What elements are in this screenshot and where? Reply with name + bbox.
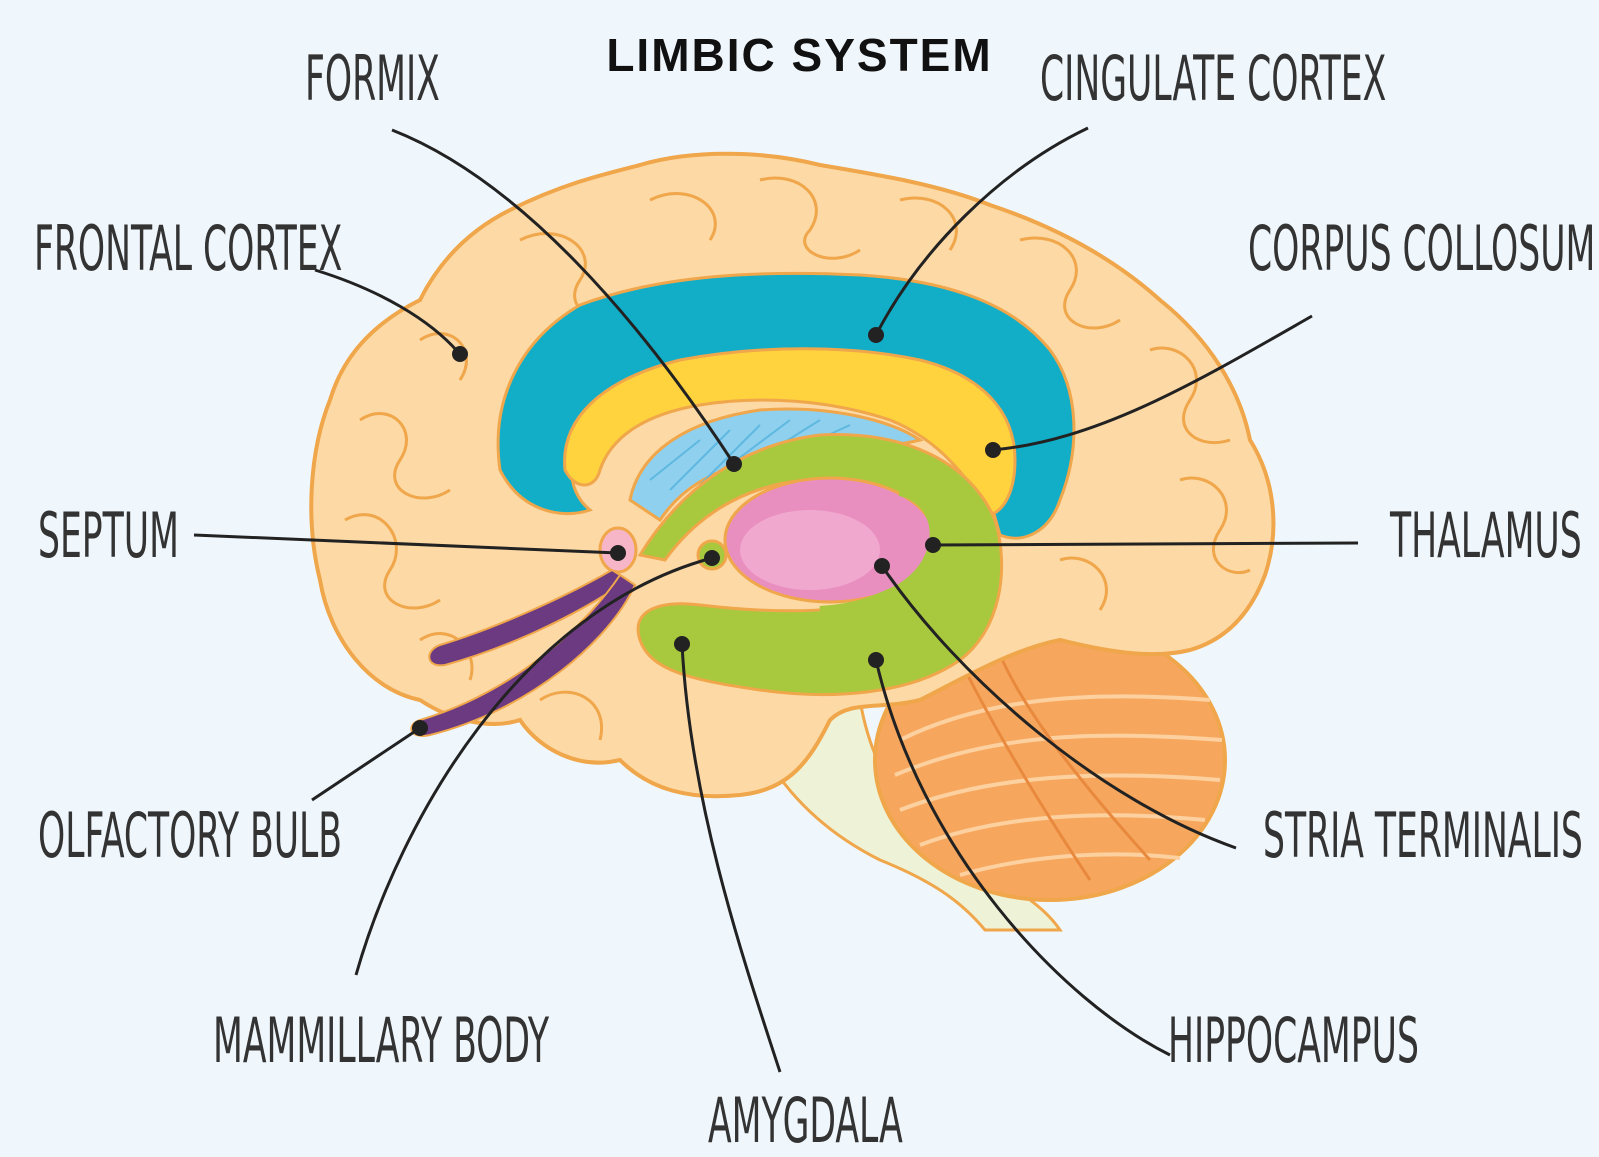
label-olfactory-bulb: OLFACTORY BULB [38,799,342,872]
dot-corpus [985,442,1001,458]
leader-mammillary [354,556,713,976]
leader-septum [193,533,619,555]
dot-formix [726,456,742,472]
label-mammillary-body: MAMMILLARY BODY [213,1004,550,1077]
label-stria-terminalis: STRIA TERMINALIS [1263,799,1583,872]
label-frontal-cortex: FRONTAL CORTEX [34,212,343,285]
diagram-title: LIMBIC SYSTEM [606,29,993,81]
dot-thalamus [925,537,941,553]
dot-hippocampus [868,652,884,668]
leader-stria [880,565,1237,850]
dot-stria [874,558,890,574]
leader-hippocampus [874,659,1171,1057]
leader-lines [193,126,1359,1073]
label-corpus-collosum: CORPUS COLLOSUM [1248,212,1596,285]
label-cingulate-cortex: CINGULATE CORTEX [1040,42,1387,115]
label-amygdala: AMYGDALA [708,1084,903,1157]
leader-thalamus [932,541,1359,547]
leader-corpus [992,314,1313,452]
anchor-dots [412,327,1001,736]
dot-septum [610,545,626,561]
label-hippocampus: HIPPOCAMPUS [1168,1004,1419,1077]
stria-terminalis-band [819,484,942,618]
leader-formix [391,128,736,465]
leader-cingulate [874,126,1089,336]
leader-amygdala [680,643,782,1073]
leader-frontal [314,268,460,353]
dot-frontal [452,346,468,362]
corpus-callosum-region [563,347,1017,517]
label-thalamus: THALAMUS [1390,499,1582,572]
dot-mammillary [704,550,720,566]
thalamus-highlight [740,510,880,590]
label-formix: FORMIX [305,42,440,115]
dot-cingulate [868,327,884,343]
label-septum: SEPTUM [38,499,179,572]
dot-olfactory [412,720,428,736]
dot-amygdala [674,636,690,652]
leader-olfactory [311,726,421,802]
